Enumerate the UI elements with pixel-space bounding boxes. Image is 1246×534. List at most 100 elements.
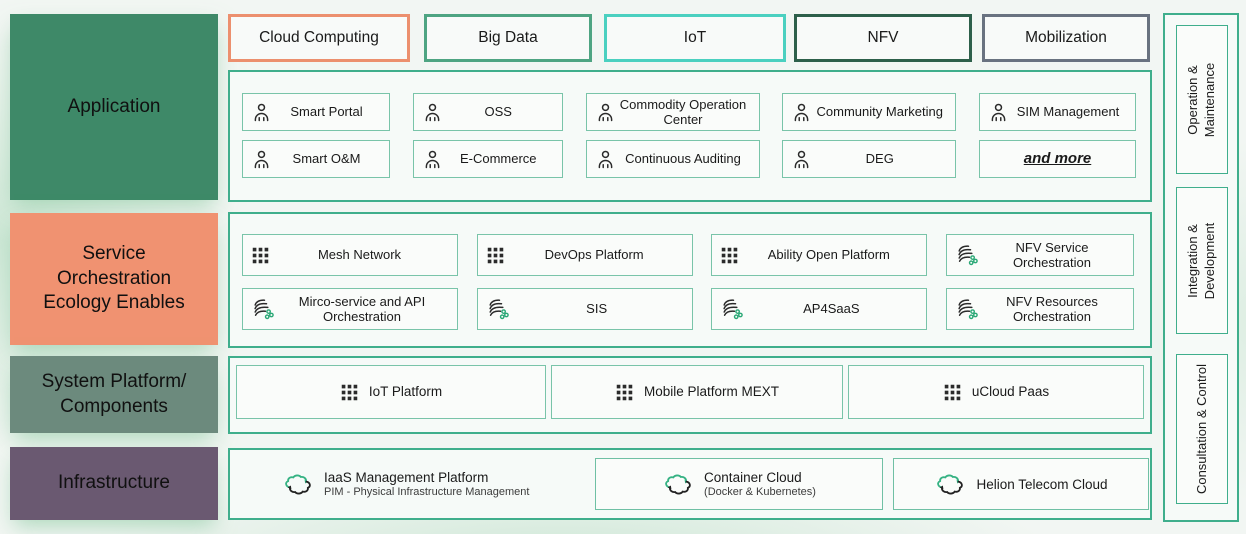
svc-item-micro-service-api-orchestration: Mirco-service and API Orchestration xyxy=(242,288,458,330)
layer-label: System Platform/ Components xyxy=(41,370,187,417)
infra-item-subtitle: (Docker & Kubernetes) xyxy=(704,486,816,498)
category-label: Big Data xyxy=(478,29,538,46)
person-icon xyxy=(251,102,272,123)
category-iot: IoT xyxy=(604,14,786,62)
svc-item-label: NFV Resources Orchestration xyxy=(1006,293,1098,324)
platform-item-label: IoT Platform xyxy=(368,384,443,400)
layer-label: Infrastructure xyxy=(58,472,170,494)
layer-infrastructure: Infrastructure xyxy=(10,447,218,520)
grid-icon xyxy=(251,246,270,265)
category-mobilization: Mobilization xyxy=(982,14,1150,62)
infra-item-title: Helion Telecom Cloud xyxy=(976,476,1108,492)
app-item-community-marketing: Community Marketing xyxy=(782,93,957,131)
side-item-label-line: Maintenance xyxy=(1202,62,1217,137)
person-icon xyxy=(988,102,1009,123)
stream-icon xyxy=(720,297,744,321)
app-item-label: OSS xyxy=(484,104,512,120)
grid-icon xyxy=(340,383,359,402)
cloud-sync-icon xyxy=(282,472,314,497)
app-item-e-commerce: E-Commerce xyxy=(412,140,563,178)
person-icon xyxy=(595,102,616,123)
svc-item-nfv-service-orchestration: NFV Service Orchestration xyxy=(945,234,1134,276)
svc-item-mesh-network: Mesh Network xyxy=(242,234,458,276)
layer-system-platform: System Platform/ Components xyxy=(10,356,218,433)
app-item-oss: OSS xyxy=(412,93,563,131)
stream-icon xyxy=(486,297,510,321)
infrastructure-container: IaaS Management Platform PIM - Physical … xyxy=(228,448,1152,520)
grid-icon xyxy=(486,246,505,265)
person-icon xyxy=(791,149,812,170)
app-item-commodity-operation-center: Commodity Operation Center xyxy=(585,93,760,131)
app-item-continuous-auditing: Continuous Auditing xyxy=(585,140,760,178)
grid-icon xyxy=(720,246,739,265)
svc-item-label: DevOps Platform xyxy=(544,247,644,263)
app-item-label: DEG xyxy=(865,151,894,167)
app-item-label: Community Marketing xyxy=(816,104,943,120)
infra-item-subtitle: PIM - Physical Infrastructure Management xyxy=(324,486,530,498)
app-item-deg: DEG xyxy=(782,140,957,178)
app-item-label: Continuous Auditing xyxy=(625,151,741,167)
svc-item-label: SIS xyxy=(586,301,608,317)
app-item-label: and more xyxy=(1023,150,1092,168)
app-item-smart-om: Smart O&M xyxy=(242,140,390,178)
grid-icon xyxy=(943,383,962,402)
person-icon xyxy=(595,149,616,170)
app-item-label: Smart O&M xyxy=(292,151,361,167)
cloud-sync-icon xyxy=(662,472,694,497)
category-label: IoT xyxy=(683,29,707,46)
system-platform-container: IoT Platform Mobile Platform MEXT uCloud… xyxy=(228,356,1152,434)
cloud-sync-icon xyxy=(934,472,966,497)
app-item-label: SIM Management xyxy=(1016,104,1120,120)
application-container: Smart Portal OSS Commodity Operation Cen… xyxy=(228,70,1152,202)
platform-item-mobile-platform-mext: Mobile Platform MEXT xyxy=(551,365,843,419)
side-column: Operation & Maintenance Integration & De… xyxy=(1163,13,1239,522)
side-item-label-line: Integration & xyxy=(1185,223,1201,298)
side-item-consultation-control: Consultation & Control xyxy=(1176,354,1228,504)
svc-item-label: Ability Open Platform xyxy=(767,247,890,263)
svc-item-label: Mesh Network xyxy=(317,247,402,263)
grid-icon xyxy=(615,383,634,402)
platform-item-iot-platform: IoT Platform xyxy=(236,365,546,419)
app-item-label: E-Commerce xyxy=(459,151,537,167)
platform-item-label: Mobile Platform MEXT xyxy=(643,384,780,400)
platform-item-ucloud-paas: uCloud Paas xyxy=(848,365,1144,419)
infra-item-title: Container Cloud xyxy=(704,470,802,485)
app-item-smart-portal: Smart Portal xyxy=(242,93,390,131)
category-nfv: NFV xyxy=(794,14,972,62)
infra-item-title: IaaS Management Platform xyxy=(324,470,489,485)
person-icon xyxy=(422,102,443,123)
infra-item-iaas-management-platform: IaaS Management Platform PIM - Physical … xyxy=(282,458,529,510)
app-item-label: Commodity Operation Center xyxy=(619,96,747,127)
side-item-integration-development: Integration & Development xyxy=(1176,187,1228,334)
side-item-label-line: Development xyxy=(1202,222,1217,299)
category-label: NFV xyxy=(867,29,899,46)
infra-item-container-cloud: Container Cloud (Docker & Kubernetes) xyxy=(595,458,883,510)
app-item-label: Smart Portal xyxy=(290,104,363,120)
svc-item-label: NFV Service Orchestration xyxy=(1012,239,1091,270)
app-item-sim-management: SIM Management xyxy=(979,93,1136,131)
app-item-and-more: and more xyxy=(979,140,1136,178)
side-item-label-line: Consultation & Control xyxy=(1193,363,1209,495)
stream-icon xyxy=(955,297,979,321)
layer-application: Application xyxy=(10,14,218,200)
svc-item-label: AP4SaaS xyxy=(803,301,860,317)
person-icon xyxy=(422,149,443,170)
svc-item-nfv-resources-orchestration: NFV Resources Orchestration xyxy=(945,288,1134,330)
category-big-data: Big Data xyxy=(424,14,592,62)
svc-item-label: Mirco-service and API Orchestration xyxy=(298,293,426,324)
layer-label: Service Orchestration Ecology Enables xyxy=(43,242,185,314)
platform-item-label: uCloud Paas xyxy=(971,384,1050,400)
stream-icon xyxy=(955,243,979,267)
layer-service-orchestration: Service Orchestration Ecology Enables xyxy=(10,213,218,345)
svc-item-ap4saas: AP4SaaS xyxy=(711,288,928,330)
infra-item-helion-telecom-cloud: Helion Telecom Cloud xyxy=(893,458,1149,510)
stream-icon xyxy=(251,297,275,321)
person-icon xyxy=(251,149,272,170)
service-orchestration-container: Mesh Network DevOps Platform Ability Ope… xyxy=(228,212,1152,348)
category-cloud-computing: Cloud Computing xyxy=(228,14,410,62)
category-label: Cloud Computing xyxy=(259,29,379,46)
svc-item-sis: SIS xyxy=(476,288,693,330)
svc-item-ability-open-platform: Ability Open Platform xyxy=(711,234,928,276)
side-item-operation-maintenance: Operation & Maintenance xyxy=(1176,25,1228,174)
